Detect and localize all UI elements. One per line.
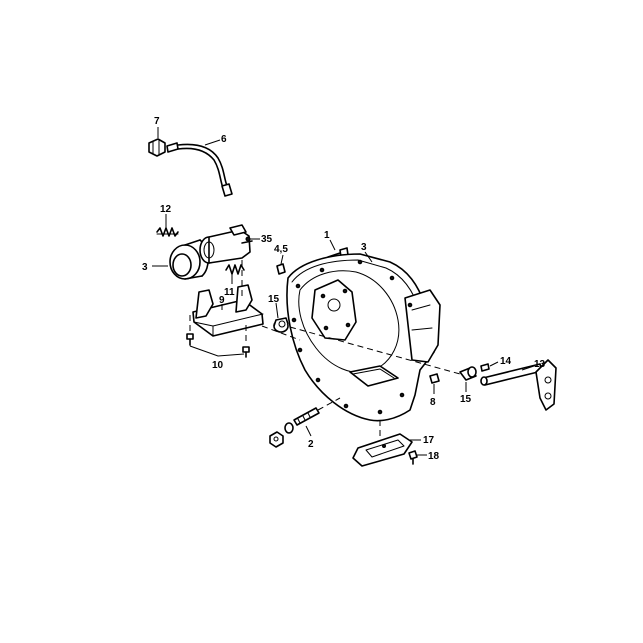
part-2-stud (269, 407, 320, 448)
part-13-cross-shaft (480, 359, 557, 411)
callout-4-5: 4,5 (274, 244, 288, 255)
callout-7: 7 (154, 116, 160, 127)
part-6-hose (166, 142, 233, 197)
part-14-pin (480, 363, 490, 372)
part-8-screw (429, 373, 440, 384)
callout-12: 12 (160, 204, 172, 215)
callout-6: 6 (221, 134, 227, 145)
part-7-fitting (148, 138, 166, 157)
part-15-bushing-right (459, 366, 477, 381)
assembly-lines (189, 260, 461, 436)
part-12-spring (156, 227, 179, 237)
callout-18: 18 (428, 451, 440, 462)
callout-35: 35 (261, 234, 273, 245)
callout-9: 9 (219, 295, 225, 306)
part-15-bushing-left (273, 317, 289, 333)
part-11-spring (225, 264, 245, 275)
callout-15-left: 15 (268, 294, 280, 305)
callout-2: 2 (308, 439, 314, 450)
part-10-bolts (186, 333, 250, 358)
callout-8: 8 (430, 397, 436, 408)
callout-13: 13 (534, 359, 546, 370)
callout-3-right: 3 (361, 242, 367, 253)
callout-1: 1 (324, 230, 330, 241)
part-4-5-fitting (276, 263, 286, 275)
callout-3-left: 3 (142, 262, 148, 273)
part-17-cover-plate (352, 433, 413, 467)
part-35-slave-cylinder (199, 224, 253, 264)
callout-14: 14 (500, 356, 512, 367)
callout-17: 17 (423, 435, 435, 446)
callout-10: 10 (212, 360, 224, 371)
callout-15-right: 15 (460, 394, 472, 405)
callout-11: 11 (224, 287, 235, 298)
part-3-flywheel-housing (286, 253, 441, 422)
part-18-screw (408, 450, 418, 465)
